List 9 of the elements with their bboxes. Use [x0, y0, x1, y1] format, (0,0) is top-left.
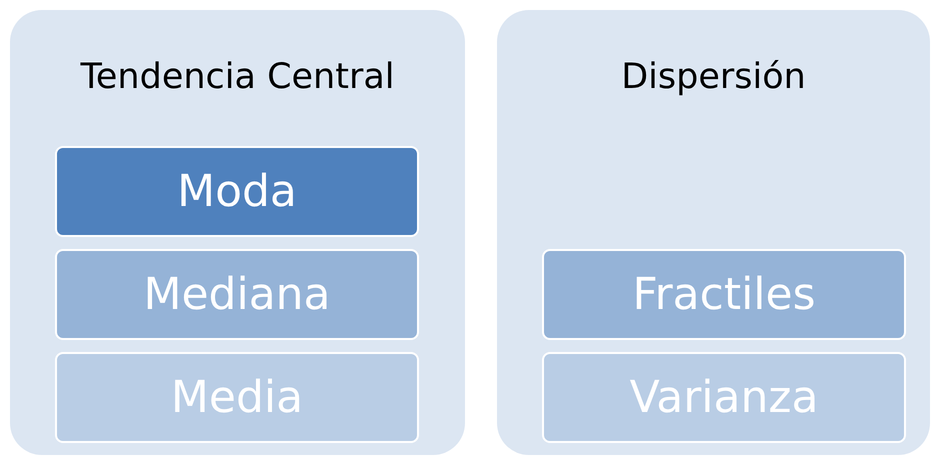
panel-heading: Tendencia Central — [80, 57, 395, 97]
measure-box: Varianza — [542, 352, 906, 443]
measure-box: Moda — [55, 146, 419, 237]
group-panel — [497, 10, 930, 455]
measure-box: Mediana — [55, 249, 419, 340]
group-panel — [10, 10, 465, 455]
measure-box: Media — [55, 352, 419, 443]
measure-box: Fractiles — [542, 249, 906, 340]
panel-heading: Dispersión — [621, 57, 806, 97]
